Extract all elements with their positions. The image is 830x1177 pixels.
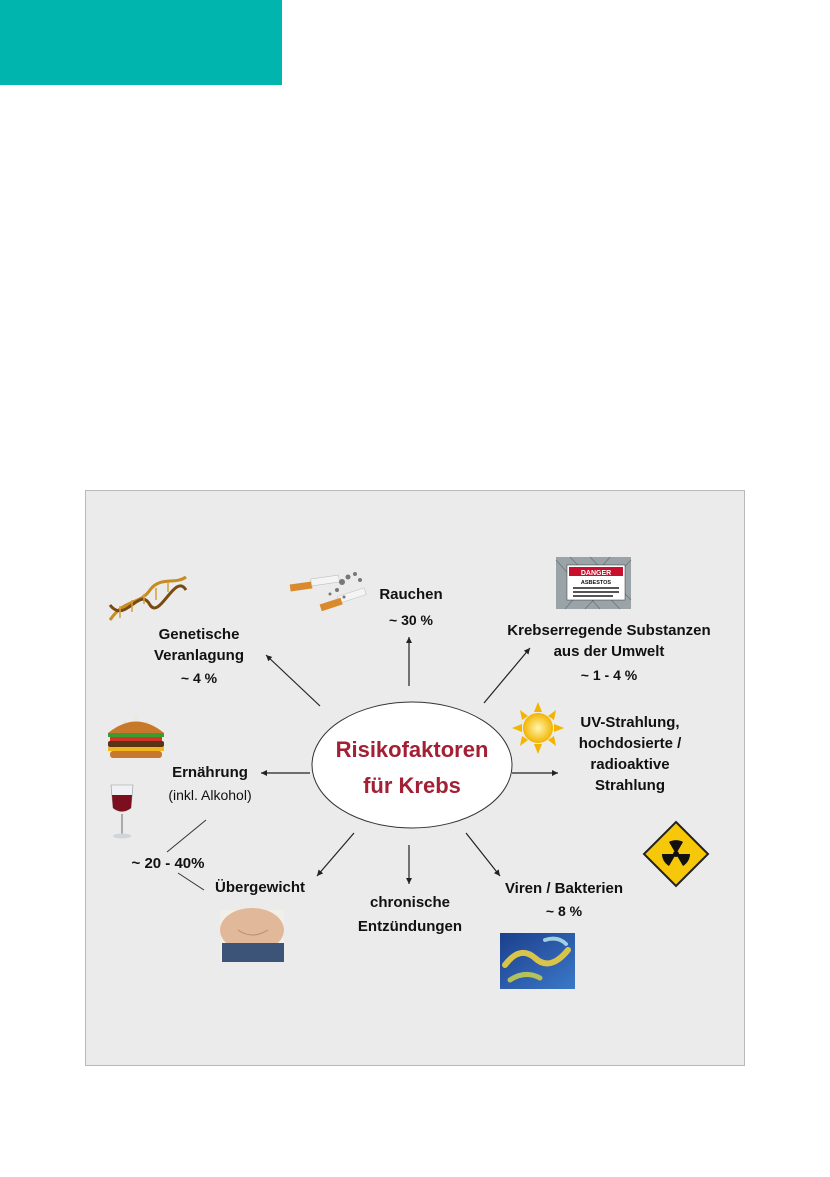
label-genetisch: Genetische Veranlagung ~ 4 % — [134, 624, 264, 689]
entzuendungen-line1: chronische — [369, 894, 451, 911]
center-title-line2: für Krebs — [363, 773, 461, 798]
genetisch-line2: Veranlagung — [153, 647, 245, 664]
viren-label: Viren / Bakterien — [504, 880, 624, 897]
arrow-viren — [465, 832, 501, 877]
label-ernaehrung: Ernährung (inkl. Alkohol) — [150, 762, 270, 806]
substanzen-percent: ~ 1 - 4 % — [580, 667, 638, 683]
uv-line1: UV-Strahlung, — [580, 714, 680, 731]
sun-icon — [512, 702, 564, 754]
header-accent-block — [0, 0, 282, 85]
uv-line3: radioaktive — [590, 756, 670, 773]
sign-asbestos-text: ASBESTOS — [581, 580, 611, 586]
sign-danger-text: DANGER — [581, 570, 611, 577]
label-substanzen: Krebserregende Substanzen aus der Umwelt… — [472, 620, 746, 686]
label-entzuendungen: chronische Entzündungen — [340, 892, 480, 937]
substanzen-line1: Krebserregende Substanzen — [507, 622, 711, 639]
bacteria-icon — [500, 933, 575, 989]
radiation-icon — [642, 820, 710, 888]
arrow-genetisch — [265, 654, 321, 707]
ernaehrung-label: Ernährung — [172, 764, 248, 781]
ernaehrung-sub: (inkl. Alkohol) — [168, 787, 252, 803]
genetisch-line1: Genetische — [158, 626, 240, 643]
viren-percent: ~ 8 % — [545, 903, 583, 919]
cigarette-icon — [289, 572, 367, 612]
burger-icon — [108, 717, 164, 758]
rauchen-label: Rauchen — [379, 586, 443, 603]
label-uv: UV-Strahlung, hochdosierte / radioaktive… — [560, 712, 700, 796]
genetisch-percent: ~ 4 % — [180, 670, 218, 686]
arrow-uebergewicht — [316, 832, 355, 877]
wine-glass-icon — [110, 784, 134, 839]
uv-line2: hochdosierte / — [578, 735, 682, 752]
belly-icon — [220, 908, 284, 962]
entzuendungen-line2: Entzündungen — [357, 918, 463, 935]
connector-uebergewicht — [177, 872, 205, 891]
uv-line4: Strahlung — [595, 777, 665, 794]
label-rauchen: Rauchen ~ 30 % — [356, 584, 466, 631]
label-shared-percent: ~ 20 - 40% — [131, 855, 205, 872]
dna-icon — [108, 575, 188, 621]
substanzen-line2: aus der Umwelt — [553, 643, 665, 660]
label-viren: Viren / Bakterien ~ 8 % — [494, 878, 634, 922]
center-ellipse — [311, 701, 513, 829]
arrow-substanzen — [483, 647, 531, 704]
connector-ernaehrung — [166, 819, 207, 853]
label-uebergewicht: Übergewicht — [214, 879, 305, 896]
danger-sign-icon: DANGER ASBESTOS — [555, 556, 632, 610]
rauchen-percent: ~ 30 % — [389, 612, 433, 628]
center-title-line1: Risikofaktoren — [335, 737, 489, 762]
